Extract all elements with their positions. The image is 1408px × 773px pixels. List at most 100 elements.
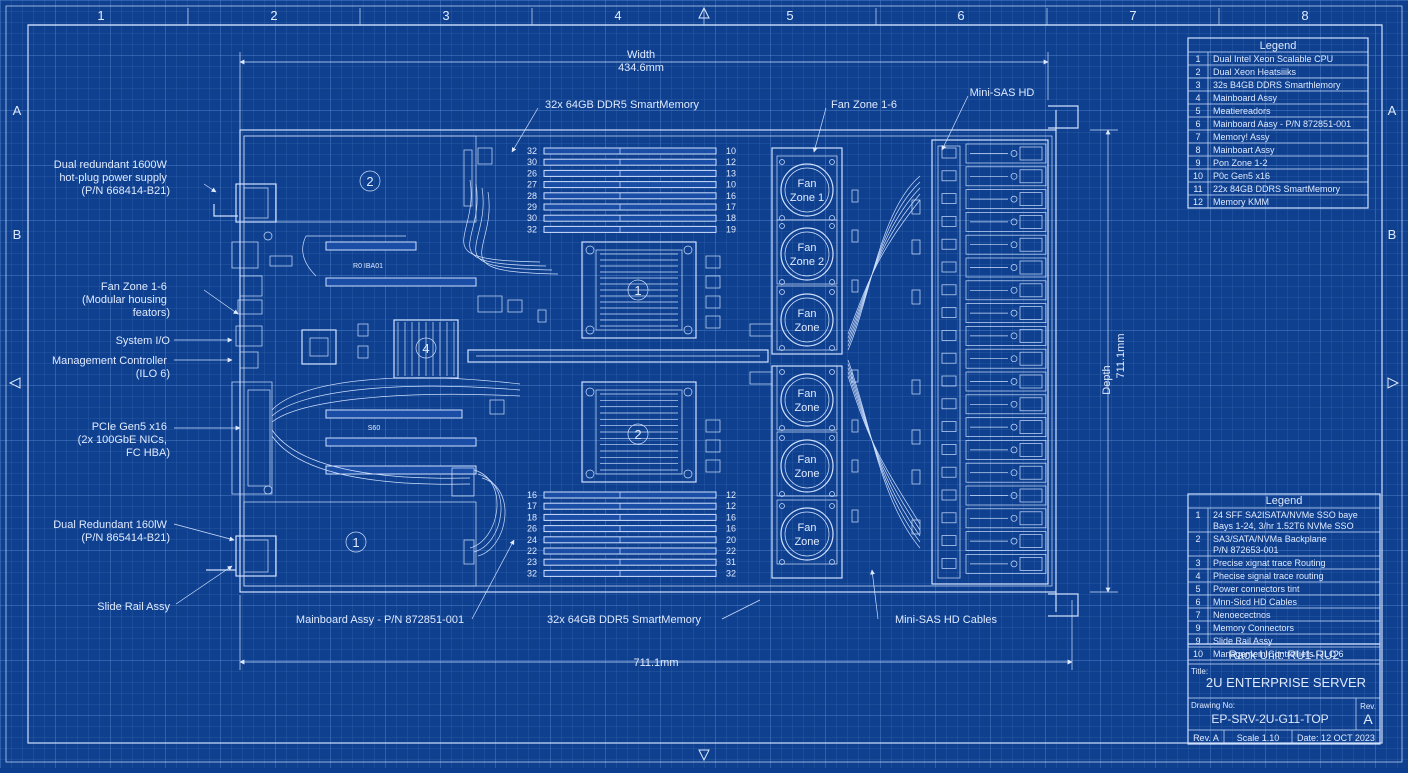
depth-dimension: Depth 711.1mm [1090, 129, 1127, 593]
callout-minisas-bottom: Mini-SAS HD Cables [895, 614, 998, 626]
fan-label: Fan [798, 522, 817, 534]
drive-bay [941, 280, 1047, 301]
drive-bay [941, 212, 1047, 232]
dimm-label: 10 [726, 146, 736, 156]
width-label: Width [627, 49, 655, 61]
legend-num: 7 [1195, 610, 1200, 620]
dimm-slot [543, 491, 717, 499]
date-cell: Date: 12 OCT 2023 [1297, 733, 1375, 743]
legend-num: 7 [1195, 132, 1200, 142]
dimm-label: 18 [726, 213, 736, 223]
legend-text: Mainboart Assy [1213, 145, 1275, 155]
dimm-label: 32 [726, 568, 736, 578]
callout-minisas-top: Mini-SAS HD [970, 87, 1035, 99]
chipset-balloon: 4 [422, 341, 429, 356]
drawing-no: EP-SRV-2U-G11-TOP [1211, 712, 1328, 726]
legend-text: 24 SFF SA2ISATA/NVMe SSO baye [1213, 510, 1358, 520]
drive-bay [941, 417, 1047, 437]
drive-bay [941, 462, 1047, 483]
drawing-frame [5, 5, 1403, 763]
legend-num: 1 [1195, 54, 1200, 64]
callout-psu-top: Dual redundant 1600W hot-plug power supp… [54, 159, 170, 197]
dimm-label: 32 [527, 146, 537, 156]
legend-text: Pon Zone 1-2 [1213, 158, 1268, 168]
drive-bay [941, 189, 1047, 209]
psu-top: 2 [213, 135, 477, 223]
psu-top-balloon: 2 [366, 174, 373, 189]
drive-bay [941, 371, 1047, 392]
legend-num: 8 [1195, 145, 1200, 155]
dimm-slot [543, 547, 717, 555]
fan-label: Zone [794, 536, 819, 548]
legend-text: Managemem Controlliers - ILO 6 [1213, 649, 1344, 659]
fan-label: Zone 2 [790, 256, 824, 268]
drive-bay [941, 234, 1047, 255]
col-label: 1 [97, 8, 104, 23]
drive-bay [941, 348, 1047, 369]
dimm-slot [543, 569, 717, 577]
fan-label: Zone [794, 402, 819, 414]
callout-fan-top: Fan Zone 1-6 [831, 99, 897, 111]
legend-text: 22x 84GB DDRS SmartMemory [1213, 184, 1341, 194]
grid-reference-labels: 1 2 3 4 5 6 7 8 A A B B [8, 6, 1400, 762]
legend-text: Memory KMM [1213, 197, 1269, 207]
dimm-slot [543, 147, 717, 155]
depth-label: Depth [1101, 365, 1113, 394]
dimm-slot [543, 192, 717, 200]
backplane-cables [847, 175, 921, 549]
dimm-label: 26 [527, 168, 537, 178]
dimm-slot [543, 558, 717, 566]
row-label: A [1388, 103, 1397, 118]
dimm-label: 30 [527, 157, 537, 167]
drive-bay [941, 394, 1047, 415]
legend-num: 2 [1195, 534, 1200, 544]
legend-text: Memory Connectors [1213, 623, 1295, 633]
col-label: 6 [957, 8, 964, 23]
dimm-label: 29 [527, 202, 537, 212]
dimm-label: 17 [726, 202, 736, 212]
riser-top-text: R0 IBA01 [353, 263, 383, 270]
psu-bottom-balloon: 1 [352, 535, 359, 550]
dimm-label: 24 [527, 535, 537, 545]
dimm-label: 17 [527, 501, 537, 511]
drive-bay [941, 508, 1047, 529]
legend-text: Slide Rail Assy [1213, 636, 1273, 646]
dimm-label: 16 [527, 490, 537, 500]
dimm-label: 18 [527, 512, 537, 522]
dimm-label: 12 [726, 490, 736, 500]
fan-label: Fan [798, 178, 817, 190]
legend-num: 5 [1195, 106, 1200, 116]
legend-text: 32s B4GB DDRS Smarthlemory [1213, 80, 1341, 90]
legend-num: 3 [1195, 558, 1200, 568]
legend-num: 2 [1195, 67, 1200, 77]
legend-num: 11 [1193, 184, 1202, 194]
dimm-slot [543, 225, 717, 233]
legend-text: Mainboard Aasy - P/N 872851-001 [1213, 119, 1351, 129]
legend-num: 4 [1195, 93, 1200, 103]
legend-text: Mainboard Assy [1213, 93, 1278, 103]
dimm-slot [543, 502, 717, 510]
legend-num: 12 [1193, 197, 1203, 207]
dimm-label: 26 [527, 524, 537, 534]
dimm-slot [543, 214, 717, 222]
dimm-label: 19 [726, 224, 736, 234]
legend-text: Precise xignat trace Routing [1213, 558, 1326, 568]
fan-label: Fan [798, 388, 817, 400]
fan-label: Fan [798, 242, 817, 254]
callout-system-io: System I/O [116, 335, 171, 347]
rev-label: Rev. [1360, 702, 1376, 711]
pcie-slots: R0 IBA01 S60 [302, 235, 769, 475]
depth-value: 711.1mm [1115, 333, 1127, 378]
dimm-slot [543, 169, 717, 177]
drive-bay [941, 554, 1047, 574]
riser-bottom-text: S60 [368, 425, 381, 432]
dimm-label: 28 [527, 191, 537, 201]
dimm-label: 27 [527, 180, 537, 190]
legend-num: 6 [1195, 119, 1200, 129]
fan-label: Zone 1 [790, 192, 824, 204]
